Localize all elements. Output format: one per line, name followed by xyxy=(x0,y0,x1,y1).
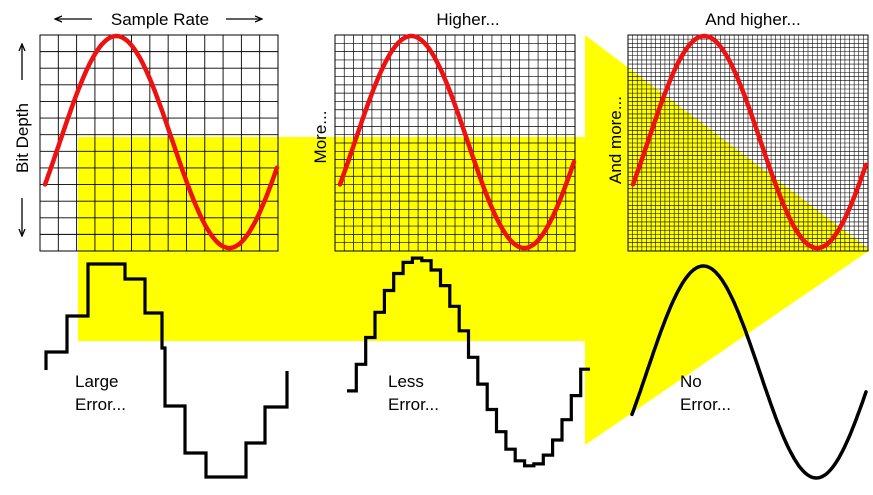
large-error-line2: Error... xyxy=(75,395,126,414)
sample-rate-label: Sample Rate xyxy=(55,10,262,29)
grid-medium xyxy=(334,34,576,252)
large-error-line1: Large xyxy=(75,372,118,391)
and-higher-label: And higher... xyxy=(705,10,800,29)
more-label: More... xyxy=(311,111,330,164)
no-error-line1: No xyxy=(680,372,702,391)
sample-rate-text: Sample Rate xyxy=(111,10,209,29)
grid-line xyxy=(335,35,575,251)
stepped-wave-coarse xyxy=(44,262,289,479)
bit-depth-text: Bit Depth xyxy=(13,103,32,173)
highlight-band xyxy=(78,35,870,445)
analog-wave-medium xyxy=(337,33,577,251)
higher-label: Higher... xyxy=(436,10,499,29)
analog-wave-low xyxy=(42,33,280,251)
smooth-output-wave xyxy=(630,264,868,480)
highlight-rect xyxy=(78,137,638,341)
grid-medium-lines xyxy=(335,35,575,251)
no-error-line2: Error... xyxy=(680,395,731,414)
grid-high xyxy=(627,34,869,252)
and-more-label: And more... xyxy=(606,96,625,184)
less-error-line2: Error... xyxy=(388,395,439,414)
less-error-line1: Less xyxy=(388,372,424,391)
stepped-wave-fine xyxy=(347,256,590,468)
analog-wave-high xyxy=(630,33,869,251)
bit-depth-label: Bit Depth xyxy=(13,44,32,236)
